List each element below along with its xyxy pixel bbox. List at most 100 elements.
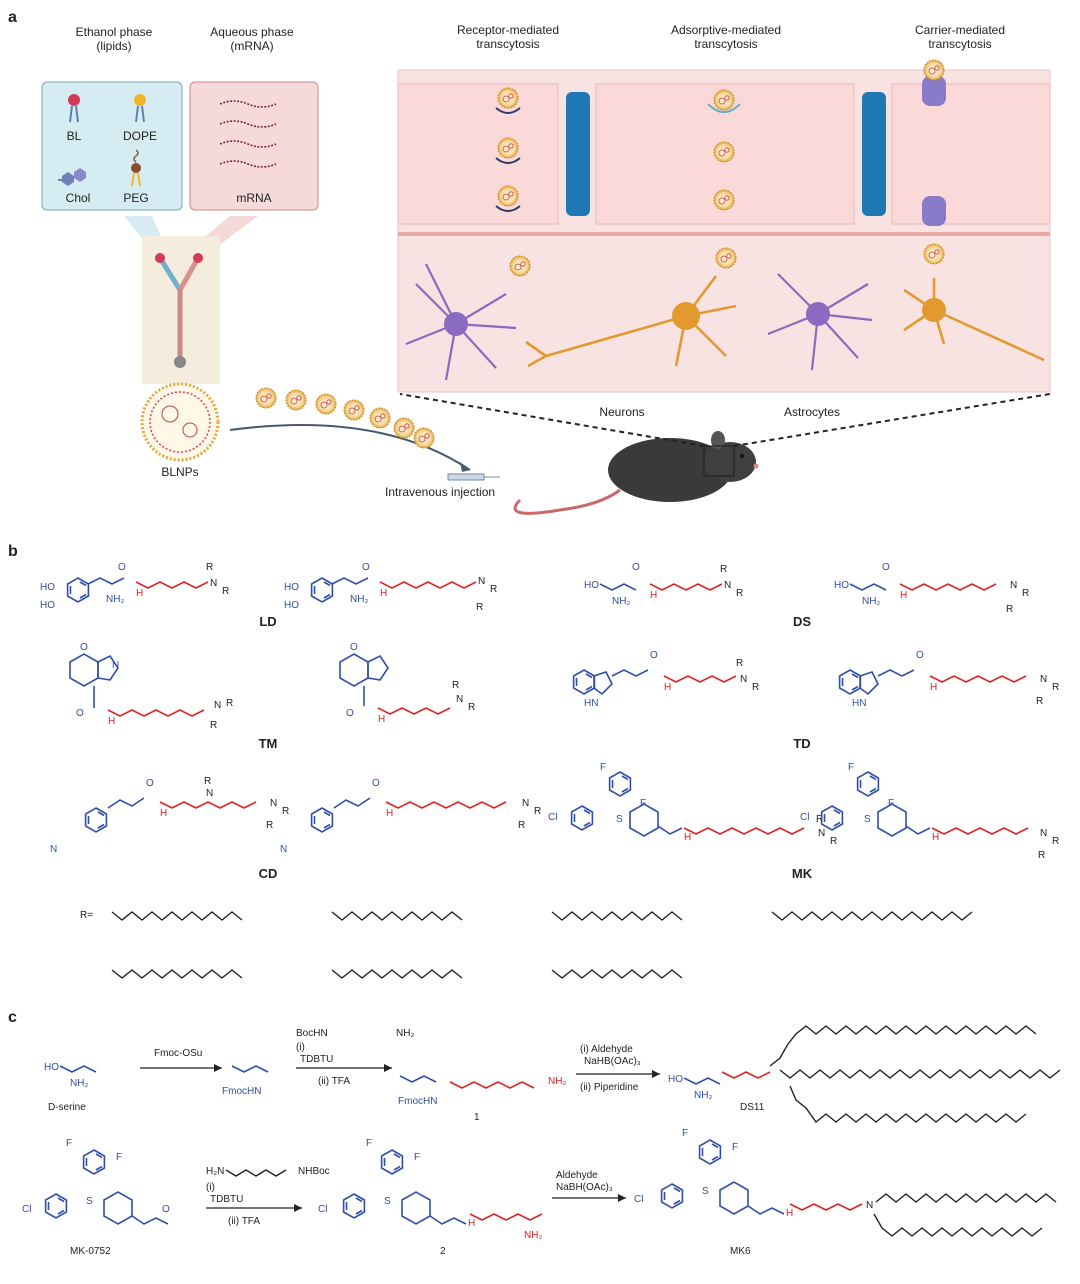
- product-label-mk6: MK6: [730, 1246, 751, 1257]
- reagent-nhboc: NHBoc: [298, 1166, 330, 1177]
- svg-text:HO: HO: [834, 580, 849, 591]
- svg-text:HO: HO: [668, 1074, 683, 1085]
- svg-text:H: H: [932, 832, 939, 843]
- svg-text:O: O: [362, 562, 370, 573]
- svg-text:O: O: [118, 562, 126, 573]
- svg-text:O: O: [162, 1204, 170, 1215]
- structure-d-serine: HO NH₂: [44, 1062, 97, 1089]
- neuron-right-icon: [903, 278, 1045, 362]
- svg-text:NH₂: NH₂: [70, 1078, 88, 1089]
- svg-text:HO: HO: [40, 600, 55, 611]
- astrocyte-right-icon: [767, 273, 873, 371]
- svg-text:H: H: [378, 714, 385, 725]
- step-i-marker-2: (i): [206, 1182, 215, 1193]
- intermediate-label-1: 1: [474, 1112, 480, 1123]
- svg-text:R: R: [1052, 836, 1059, 847]
- injection-label: Intravenous injection: [385, 485, 495, 499]
- structure-ds-1: HO NH₂ O H N R R: [584, 562, 743, 607]
- svg-text:O: O: [146, 778, 154, 789]
- structure-mk-0752: Cl F F S O: [22, 1138, 170, 1225]
- reagent-bochn: BocHN: [296, 1028, 328, 1039]
- svg-text:F: F: [66, 1138, 72, 1149]
- pathway-adsorptive-line2: transcytosis: [694, 37, 757, 51]
- svg-text:H: H: [468, 1218, 475, 1229]
- pathway-carrier-line1: Carrier-mediated: [915, 23, 1005, 37]
- basement-membrane: [398, 232, 1050, 236]
- svg-text:R: R: [226, 698, 233, 709]
- panel-c-label: c: [8, 1009, 17, 1026]
- reactant-d-serine: D-serine: [48, 1102, 86, 1113]
- svg-text:R: R: [1036, 696, 1043, 707]
- svg-text:HN: HN: [584, 698, 598, 709]
- structure-mk-2: Cl F F S H N R R: [800, 762, 1059, 861]
- svg-text:NH₂: NH₂: [694, 1090, 712, 1101]
- reagent-nabh-oac: NaBH(OAc)₃: [556, 1182, 613, 1193]
- reagent-tfa-2: (ii) TFA: [228, 1216, 260, 1227]
- blnp-label: BLNPs: [161, 465, 198, 479]
- svg-text:S: S: [86, 1196, 93, 1207]
- svg-text:F: F: [366, 1138, 372, 1149]
- svg-text:FmocHN: FmocHN: [398, 1096, 437, 1107]
- svg-text:O: O: [346, 708, 354, 719]
- pathway-receptor-line1: Receptor-mediated: [457, 23, 559, 37]
- ethanol-phase-box: [41, 81, 183, 211]
- bl-lipid-icon: [68, 94, 80, 123]
- svg-text:NH₂: NH₂: [612, 596, 630, 607]
- compound-label-ds: DS: [793, 614, 811, 629]
- svg-text:NH₂: NH₂: [524, 1230, 542, 1241]
- reagent-tdbtu-2: TDBTU: [210, 1194, 243, 1205]
- astrocytes-label: Astrocytes: [784, 405, 840, 419]
- reactant-mk-0752: MK-0752: [70, 1246, 111, 1257]
- svg-text:N: N: [866, 1200, 873, 1211]
- svg-text:Cl: Cl: [634, 1194, 643, 1205]
- svg-text:H: H: [930, 682, 937, 693]
- svg-text:F: F: [888, 798, 894, 809]
- svg-text:O: O: [650, 650, 658, 661]
- svg-text:H: H: [684, 832, 691, 843]
- pathway-receptor-line2: transcytosis: [476, 37, 539, 51]
- reagent-tdbtu: TDBTU: [300, 1054, 333, 1065]
- svg-text:R: R: [752, 682, 759, 693]
- svg-text:R: R: [210, 720, 217, 731]
- svg-text:N: N: [522, 798, 529, 809]
- svg-text:R: R: [490, 584, 497, 595]
- svg-text:R: R: [266, 820, 273, 831]
- svg-text:FmocHN: FmocHN: [222, 1086, 261, 1097]
- ethanol-phase-title-line2: (lipids): [96, 39, 131, 53]
- svg-text:N: N: [280, 844, 287, 855]
- svg-text:R: R: [468, 702, 475, 713]
- y-junction-mixer-icon: [155, 253, 203, 368]
- tight-junction-right: [862, 92, 886, 216]
- structure-ld-1: HO HO NH₂ O H N R R: [40, 562, 229, 611]
- svg-text:R: R: [816, 814, 823, 825]
- svg-text:O: O: [632, 562, 640, 573]
- step-i-marker: (i): [296, 1042, 305, 1053]
- panel-a-label: a: [8, 9, 17, 26]
- svg-text:R: R: [1038, 850, 1045, 861]
- structure-fmoc-serine: FmocHN: [222, 1065, 269, 1097]
- svg-text:R: R: [534, 806, 541, 817]
- svg-text:R: R: [222, 586, 229, 597]
- r-group-label: R=: [80, 910, 93, 921]
- svg-text:S: S: [864, 814, 871, 825]
- svg-text:O: O: [76, 708, 84, 719]
- adsorptive-vesicles: [707, 89, 741, 211]
- svg-text:Cl: Cl: [548, 812, 557, 823]
- svg-text:O: O: [916, 650, 924, 661]
- svg-text:R: R: [736, 588, 743, 599]
- svg-text:R: R: [518, 820, 525, 831]
- svg-text:O: O: [350, 642, 358, 653]
- ethanol-phase-title-line1: Ethanol phase: [76, 25, 153, 39]
- reagent-fmoc-osu: Fmoc-OSu: [154, 1048, 202, 1059]
- reagent-aldehyde-1: (i) Aldehyde: [580, 1044, 633, 1055]
- svg-text:HO: HO: [284, 600, 299, 611]
- reagent-aldehyde-2: Aldehyde: [556, 1170, 598, 1181]
- aqueous-phase-title-line2: (mRNA): [230, 39, 273, 53]
- svg-text:S: S: [702, 1186, 709, 1197]
- svg-text:R: R: [720, 564, 727, 575]
- svg-text:NH₂: NH₂: [350, 594, 368, 605]
- svg-text:S: S: [616, 814, 623, 825]
- svg-text:R: R: [1022, 588, 1029, 599]
- svg-text:F: F: [732, 1142, 738, 1153]
- svg-text:F: F: [600, 762, 606, 773]
